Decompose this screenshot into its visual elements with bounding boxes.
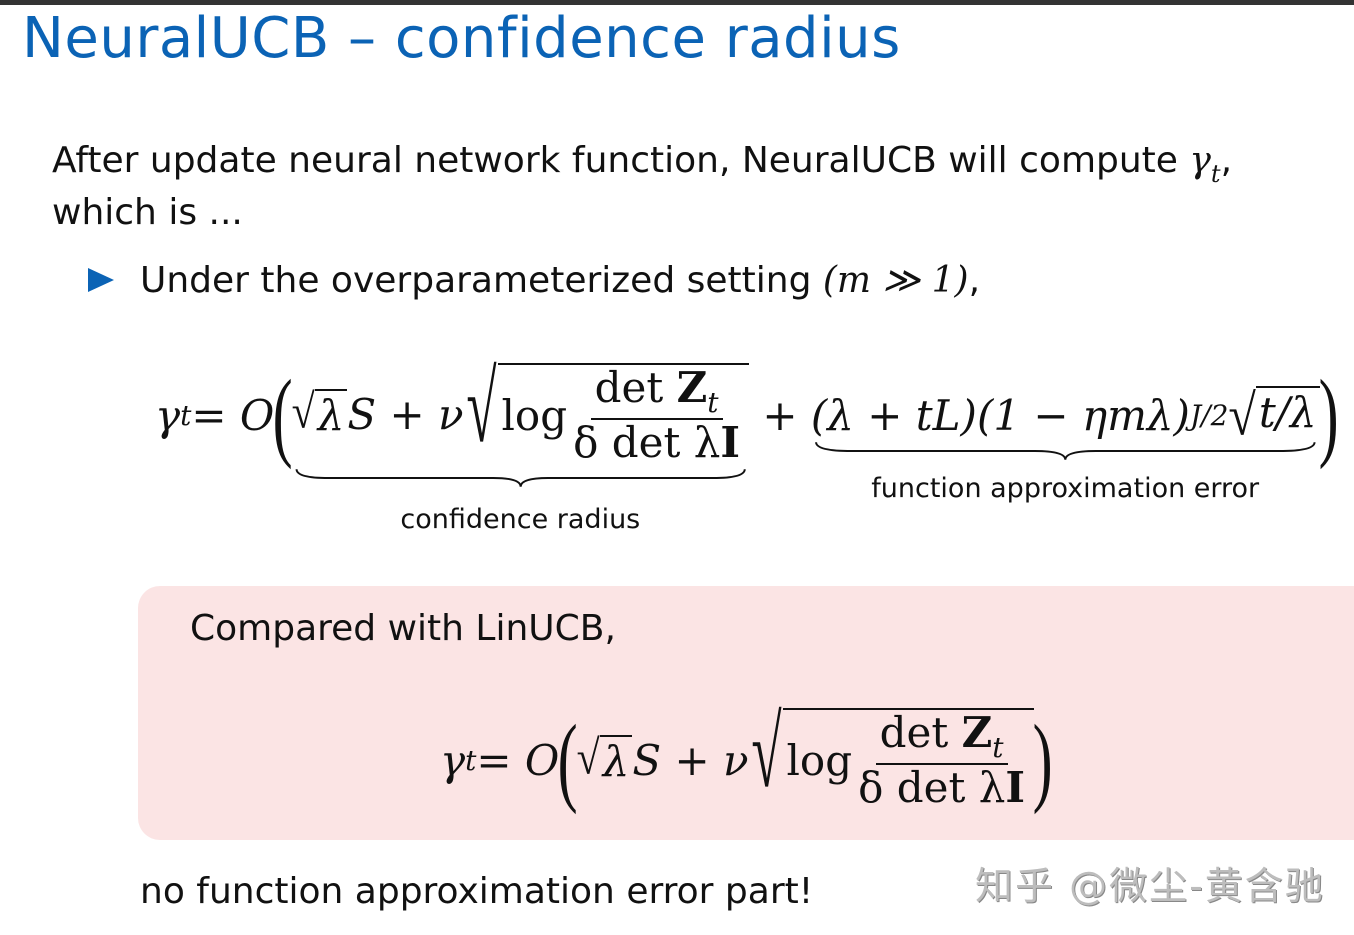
lambda: λ [599,734,633,786]
watermark: 知乎 @微尘-黄含驰 [975,864,1325,908]
gamma: γ [155,390,181,440]
numerator: det [879,707,962,757]
subscript: t [180,398,192,432]
log: log [501,391,568,441]
identity: I [720,418,740,468]
S: S [347,390,377,440]
subscript: t [707,385,719,419]
intro-line-1: After update neural network function, Ne… [52,140,1232,188]
gamma: γ [440,735,466,785]
Z: Z [961,707,993,757]
sqrt-log-term: √ log det Zt δ det λI [464,357,749,468]
superscript: J/2 [1189,398,1229,432]
sqrt-log-term: √ log det Zt δ det λI [749,702,1034,813]
intro-text: After update neural network function, Ne… [52,140,1190,181]
denominator: δ det λ [573,418,721,468]
confidence-radius-term: √λ S + ν √ log det Zt δ det λI confidenc… [292,357,749,535]
sqrt-t-over-lambda: √t/λ [1228,383,1320,447]
sqrt-lambda: √λ [292,387,348,440]
det-fraction: det Zt δ det λI [858,707,1025,813]
function-approximation-error-label: function approximation error [871,473,1260,504]
plus: + [748,390,811,440]
equals-O: = O [476,735,560,785]
sqrt-lambda: √λ [577,732,633,786]
confidence-radius-label: confidence radius [400,504,641,536]
numerator: det [594,362,677,412]
comparison-heading: Compared with LinUCB, [190,608,616,649]
underbrace-2 [811,440,1320,462]
punctuation: , [968,260,981,301]
term2: (λ + tL)(1 − ηmλ) [810,390,1190,440]
left-paren: ( [273,359,294,470]
nu: ν [723,735,749,785]
bullet-math: (m ≫ 1) [822,260,969,301]
subscript: t [992,730,1004,764]
comparison-box [138,586,1354,840]
denominator: δ det λ [858,763,1006,813]
S: S [632,735,662,785]
right-paren: ) [1032,704,1053,815]
left-paren: ( [558,704,579,815]
log: log [786,736,853,786]
gamma-symbol: γ [1189,140,1211,181]
intro-line-2: which is ... [52,192,243,233]
identity: I [1005,763,1025,813]
gamma-subscript: t [1210,160,1221,188]
right-paren: ) [1318,359,1339,470]
footer-text: no function approximation error part! [140,871,814,912]
slide-title: NeuralUCB – confidence radius [22,6,901,71]
bullet-triangle-icon [88,268,114,292]
plus: + [376,390,439,440]
lambda: λ [314,389,348,440]
subscript: t [465,743,477,777]
bullet-text: Under the overparameterized setting [140,260,823,301]
Z: Z [676,362,708,412]
top-bar [0,0,1354,5]
t-over-lambda: t/λ [1255,386,1320,444]
bullet-item: Under the overparameterized setting (m ≫… [140,260,980,301]
punctuation: , [1220,140,1233,181]
equals-O: = O [191,390,275,440]
function-approximation-error-term: (λ + tL)(1 − ηmλ)J/2 √t/λ function appro… [810,383,1320,504]
underbrace-1 [292,467,749,489]
det-fraction: det Zt δ det λI [573,362,740,468]
nu: ν [438,390,464,440]
plus: + [661,735,724,785]
